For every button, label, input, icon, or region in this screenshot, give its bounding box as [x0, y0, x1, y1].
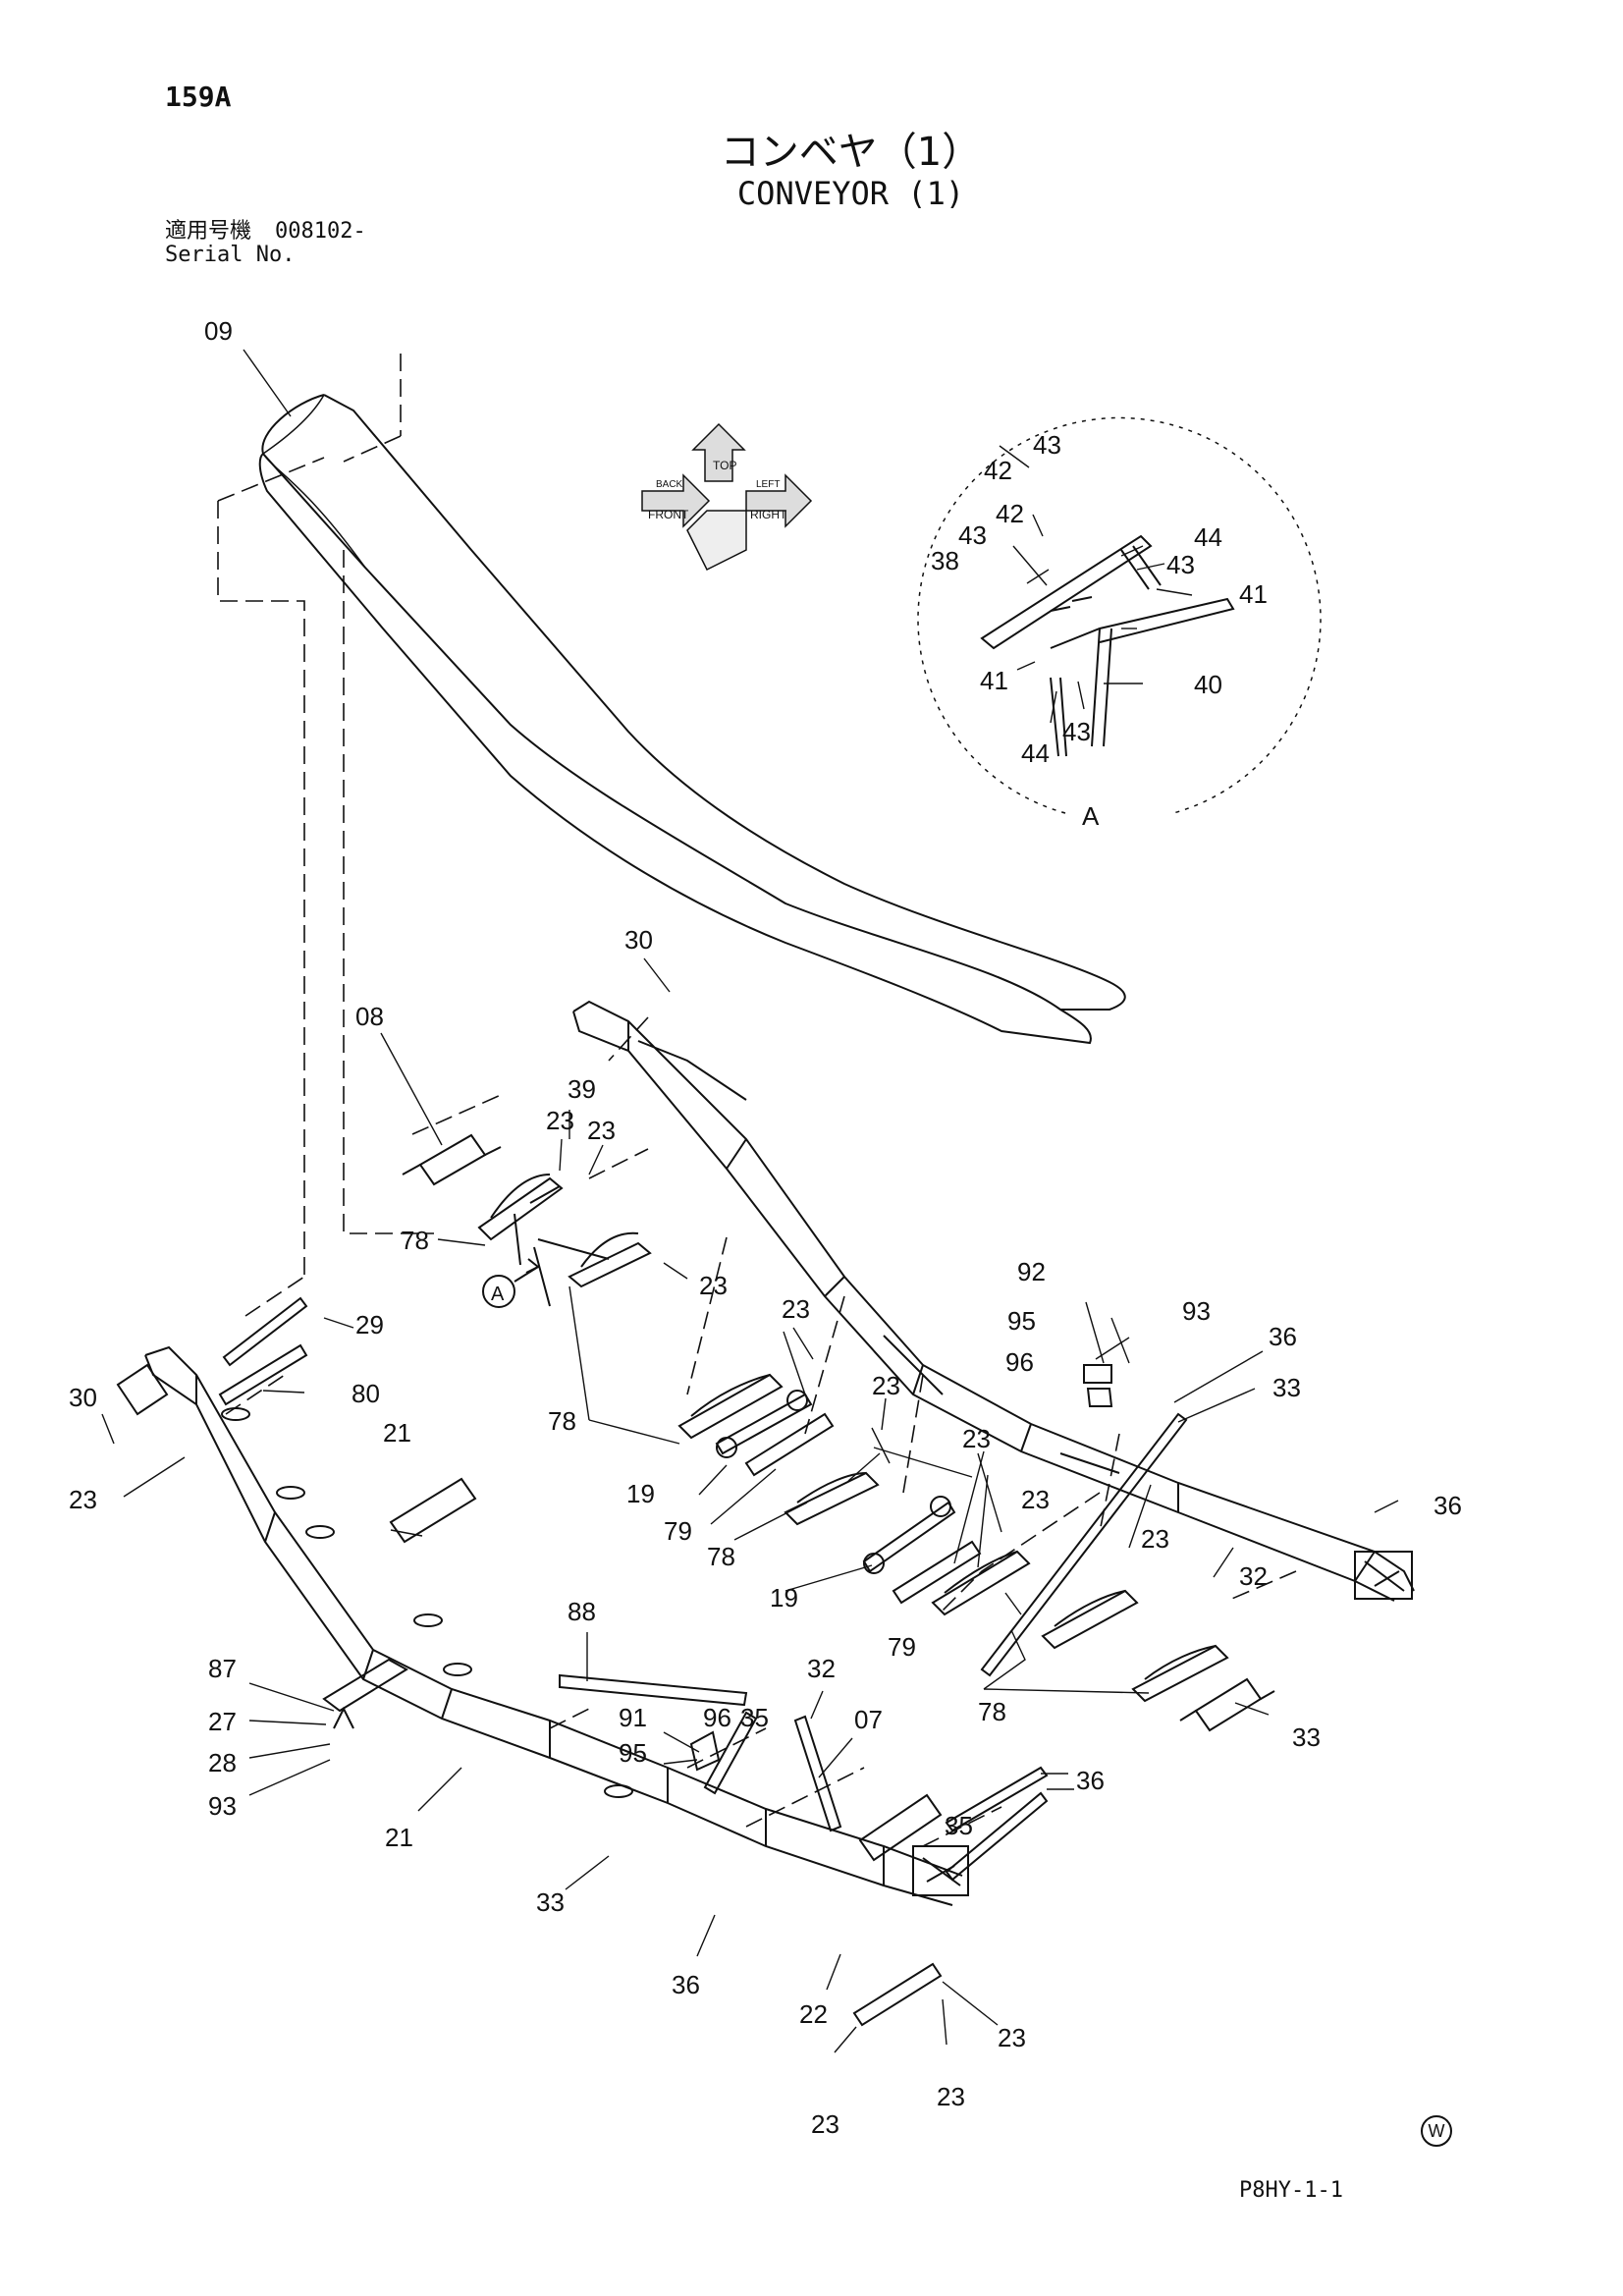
callout-33-c: 36 — [672, 1970, 700, 1999]
callout-36-a: 36 — [1269, 1322, 1297, 1351]
serial-value: 008102- — [275, 219, 366, 244]
callout-30-top: 30 — [624, 925, 653, 955]
serial-label-en: Serial No. — [165, 243, 296, 267]
callout-95-a: 95 — [1007, 1306, 1036, 1336]
detail-a-marker — [482, 1258, 540, 1308]
callout-96-b: 35 — [740, 1703, 769, 1732]
callout-09: 09 — [204, 316, 233, 346]
callout-23-b: 23 — [587, 1116, 616, 1145]
callout-30-left: 30 — [69, 1383, 97, 1412]
callout-32-a: 88 — [568, 1597, 596, 1626]
orientation-label-right: RIGHT — [750, 508, 787, 521]
callout-23-h: 23 — [1021, 1485, 1050, 1514]
orientation-icon — [641, 422, 813, 572]
callout-78-d: 78 — [978, 1697, 1006, 1726]
callout-78-b: 78 — [548, 1406, 576, 1436]
detail-callout-44-a: 44 — [1194, 522, 1222, 552]
w-mark: W — [1421, 2115, 1452, 2147]
callout-19-b: 19 — [770, 1583, 798, 1613]
callout-36-d: 22 — [799, 1999, 828, 2029]
skirt-brackets — [322, 1213, 1113, 1772]
orientation-label-left: LEFT — [756, 479, 780, 490]
callout-23-i: 23 — [1141, 1524, 1169, 1554]
callout-23-e: 23 — [782, 1294, 810, 1324]
callout-23-l: 23 — [811, 2109, 839, 2139]
callout-22: 23 — [998, 2023, 1026, 2052]
detail-callout-42-a: 42 — [984, 456, 1012, 485]
frame-cross-members — [559, 1412, 1188, 1882]
callout-33-a: 33 — [1272, 1373, 1301, 1402]
troughing-idlers — [477, 1174, 1229, 1703]
detail-callout-43-d: 43 — [1062, 717, 1091, 746]
callout-35-b: 36 — [1076, 1766, 1105, 1795]
detail-view-a — [917, 416, 1322, 814]
callout-23-c: 23 — [699, 1271, 728, 1300]
callout-93-a: 93 — [1182, 1296, 1211, 1326]
title-english: CONVEYOR (1) — [736, 175, 965, 212]
callout-87: 27 — [208, 1707, 237, 1736]
callout-91: 95 — [619, 1738, 647, 1768]
callout-23-f: 23 — [872, 1371, 900, 1400]
callout-23-j: 32 — [1239, 1561, 1268, 1591]
callout-21-a: 21 — [383, 1418, 411, 1448]
detail-callout-38: 38 — [931, 546, 959, 575]
callout-80: 80 — [352, 1379, 380, 1408]
detail-callout-40: 40 — [1194, 670, 1222, 699]
conveyor-belt — [258, 394, 1126, 1045]
callout-23-g: 23 — [962, 1424, 991, 1453]
callout-36-b: 36 — [1434, 1491, 1462, 1520]
callout-92: 92 — [1017, 1257, 1046, 1286]
detail-callout-41-a: 41 — [1239, 579, 1268, 609]
serial-number-block: 適用号機 008102- Serial No. — [165, 220, 390, 267]
detail-callout-43-c: 43 — [1166, 550, 1195, 579]
callout-35-a: 32 — [807, 1654, 836, 1683]
callout-33-b: 21 — [385, 1823, 413, 1852]
callout-leaders — [101, 349, 1399, 2053]
frame-front-rail — [116, 1345, 969, 1906]
detail-callout-44-b: 44 — [1021, 738, 1050, 768]
orientation-label-top: TOP — [713, 459, 736, 472]
callout-36-c: 33 — [536, 1887, 565, 1917]
callout-23-a: 23 — [546, 1106, 574, 1135]
callout-88: 87 — [208, 1654, 237, 1683]
title-japanese: コンベヤ（1） — [720, 130, 982, 175]
callout-95-b: 96 — [703, 1703, 731, 1732]
detail-callout-41-b: 41 — [980, 666, 1008, 695]
frame-rear-rail — [572, 1000, 1415, 1602]
callout-19-a: 19 — [626, 1479, 655, 1508]
detail-callout-42-b: 42 — [996, 499, 1024, 528]
callout-21-b: 35 — [945, 1811, 973, 1840]
callout-08: 08 — [355, 1002, 384, 1031]
drawing-code: P8HY-1-1 — [1239, 2178, 1343, 2203]
callout-78-c: 78 — [707, 1542, 735, 1571]
serial-label-jp: 適用号機 — [165, 219, 252, 244]
callout-96-a: 96 — [1005, 1347, 1034, 1377]
detail-marker-label: A — [491, 1284, 505, 1305]
callout-93-b: 91 — [619, 1703, 647, 1732]
callout-79-a: 79 — [664, 1516, 692, 1546]
callout-29: 29 — [355, 1310, 384, 1339]
callout-28: 93 — [208, 1791, 237, 1821]
idler-rollers — [218, 1133, 1275, 2027]
page-number: 159A — [165, 81, 232, 113]
detail-view-label: A — [1082, 801, 1100, 831]
orientation-label-front: FRONT — [648, 508, 689, 521]
dashed-leader-lines — [217, 354, 1297, 1847]
callout-78-a: 78 — [401, 1226, 429, 1255]
callout-79-b: 79 — [888, 1632, 916, 1662]
callout-07: 33 — [1292, 1722, 1321, 1752]
orientation-label-back: BACK — [656, 479, 683, 490]
callout-32-b: 07 — [854, 1705, 883, 1734]
callout-27: 28 — [208, 1748, 237, 1777]
callout-23-k: 23 — [937, 2082, 965, 2111]
detail-callout-43-a: 43 — [1033, 430, 1061, 460]
callout-23-d: 23 — [69, 1485, 97, 1514]
detail-callout-43-b: 43 — [958, 520, 987, 550]
callout-39: 39 — [568, 1074, 596, 1104]
